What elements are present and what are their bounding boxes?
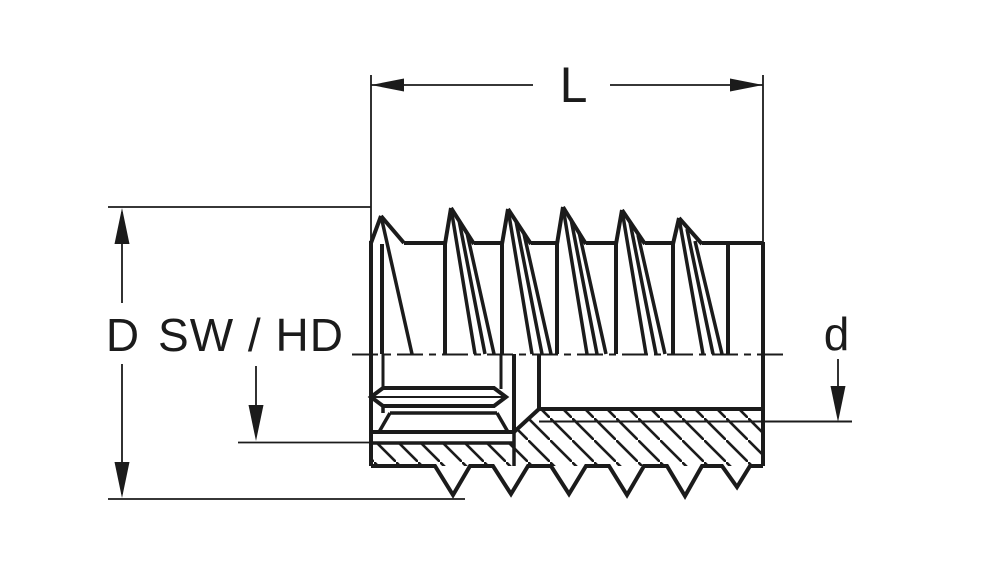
dimension-arrowheads [114, 78, 846, 498]
section-hatching [372, 409, 763, 466]
arrow-D-down [114, 462, 130, 498]
insert-body [369, 241, 765, 500]
hex-socket [367, 386, 510, 408]
label-wrench-size-SW-HD: SW / HD [158, 309, 344, 361]
arrow-SW-down [248, 405, 264, 441]
label-inner-diameter-d: d [823, 308, 851, 360]
label-outer-diameter-D: D [105, 309, 141, 361]
arrow-L-left [371, 78, 404, 92]
counterbore-chamfer [512, 407, 541, 434]
tooth-fills [371, 207, 702, 406]
dimension-D-lines [108, 206, 465, 500]
label-length-L: L [559, 57, 589, 113]
dimension-L-lines [370, 75, 764, 243]
bottom-edge-teeth [371, 464, 763, 500]
arrow-d-down [830, 386, 846, 422]
counterbore-seat [377, 406, 510, 433]
arrow-L-right [730, 78, 763, 92]
flange-step-line [372, 432, 516, 466]
socket-face-lines [381, 354, 503, 389]
external-thread-teeth [369, 205, 724, 355]
arrow-D-up [114, 208, 130, 244]
